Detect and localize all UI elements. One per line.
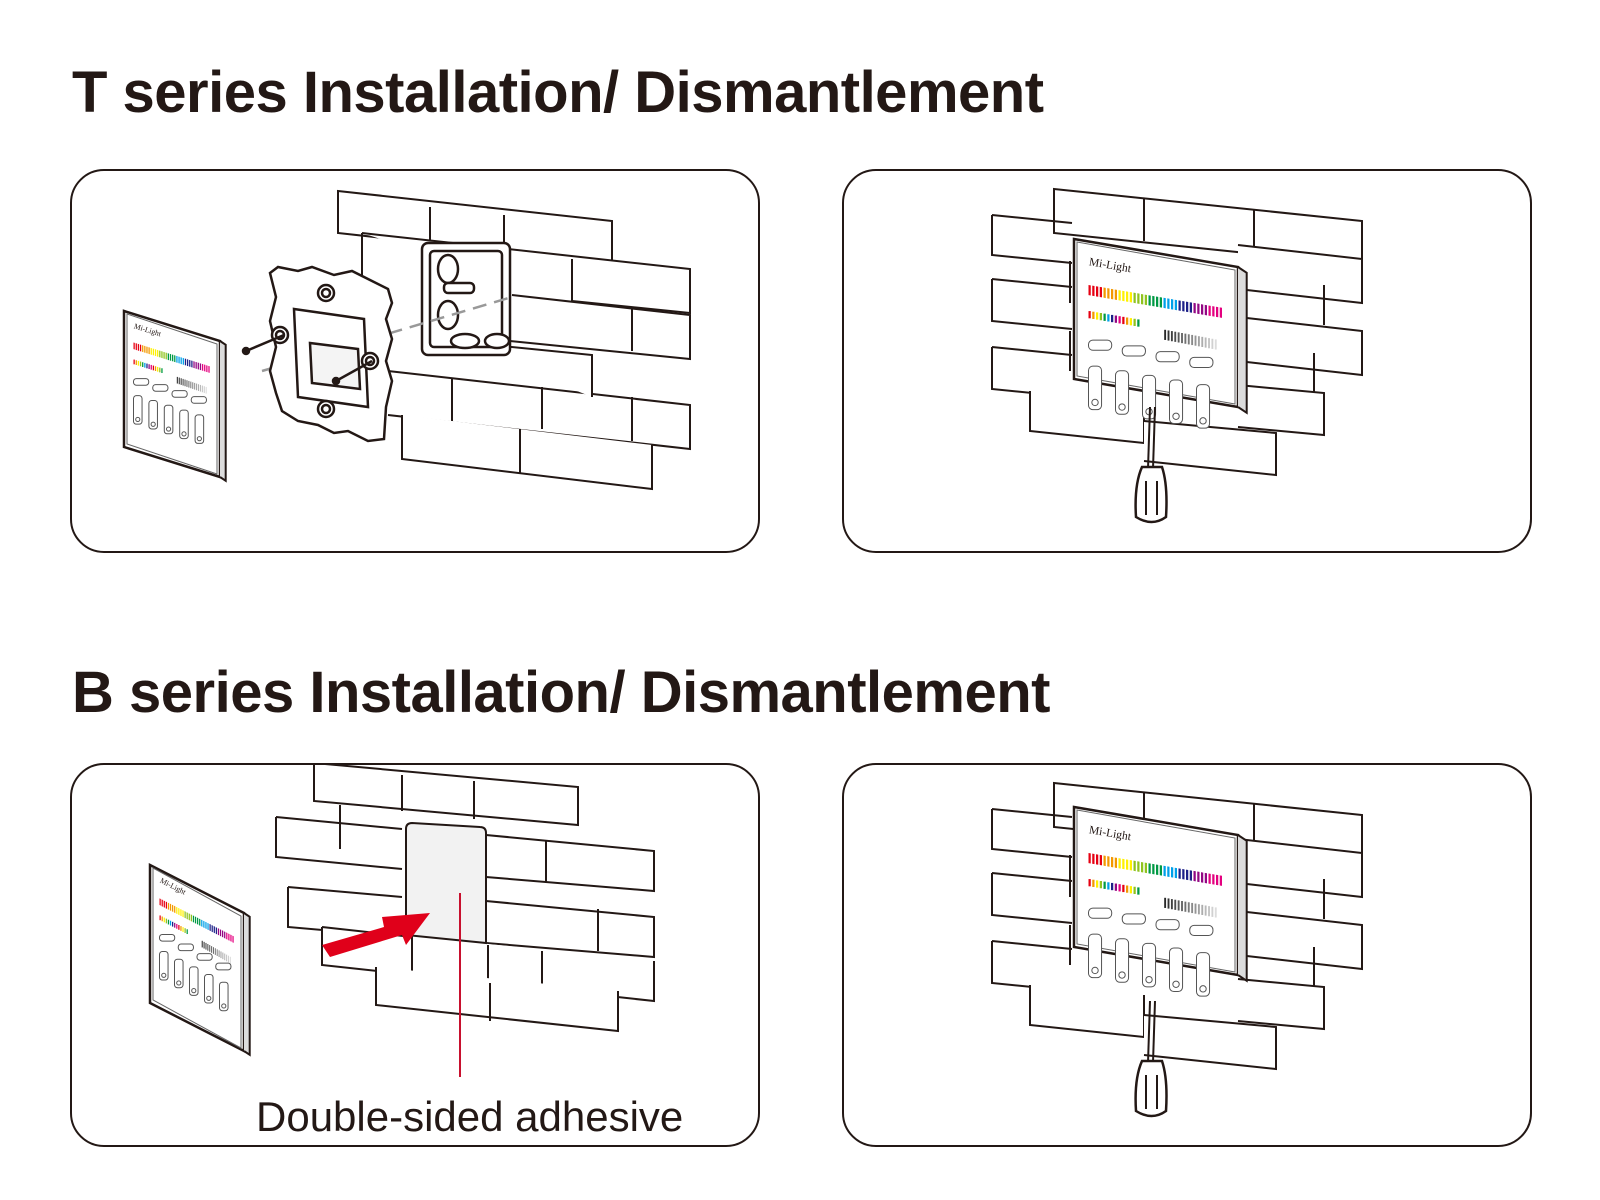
t-series-title: T series Installation/ Dismantlement [72,60,1044,125]
screwdriver-icon [1134,1000,1168,1118]
brick [1237,838,1363,899]
brick [1143,420,1277,477]
brick [1237,384,1325,437]
brick [313,765,579,827]
brick [991,808,1073,858]
brick [991,214,1073,264]
brick [485,834,655,893]
brick [991,346,1073,398]
b-series-remove-panel: Mi-Light [842,763,1532,1147]
brick [1069,855,1325,987]
brick [991,940,1073,992]
brick [1029,985,1145,1039]
brick [1237,910,1363,971]
screwdriver-icon [1134,406,1168,524]
brick-wall-icon [275,765,655,1033]
junction-box-icon [420,241,512,357]
brick [991,278,1073,330]
t-series-remove-panel: Mi-Light [842,169,1532,553]
adhesive-pad-icon [405,821,487,1077]
brick [1237,244,1363,305]
t-install-illustration: Mi-Light [122,189,691,491]
brick [1237,978,1325,1031]
b-install-illustration: Mi-Light [148,765,655,1077]
remote-panel-icon: Mi-Light [1072,805,1248,997]
brick [1069,261,1325,393]
brick [375,967,619,1033]
brick [1143,199,1255,253]
b-series-title: B series Installation/ Dismantlement [72,660,1050,725]
brick [401,775,475,819]
brick [485,900,655,959]
brick-wall-icon [991,781,1363,1071]
t-series-install-panel: Mi-Light [70,169,760,553]
remote-panel-icon: Mi-Light [1072,237,1248,429]
brick [451,379,633,441]
brick [401,415,653,491]
b-series-install-panel: Mi-Light Double-sided adhesive [70,763,760,1147]
mounting-plate-icon [268,265,394,443]
screw-icon [241,333,373,386]
arrow-icon [322,913,430,957]
brick [1143,1014,1277,1071]
brick [509,294,691,361]
brick [1237,316,1363,377]
remote-panel-icon: Mi-Light [122,309,227,483]
b-remove-illustration: Mi-Light [991,781,1363,1118]
brick [991,872,1073,924]
t-remove-illustration: Mi-Light [991,187,1363,524]
brick-wall-icon [991,187,1363,477]
adhesive-callout-label: Double-sided adhesive [256,1093,684,1140]
remote-panel-icon: Mi-Light [148,862,251,1057]
